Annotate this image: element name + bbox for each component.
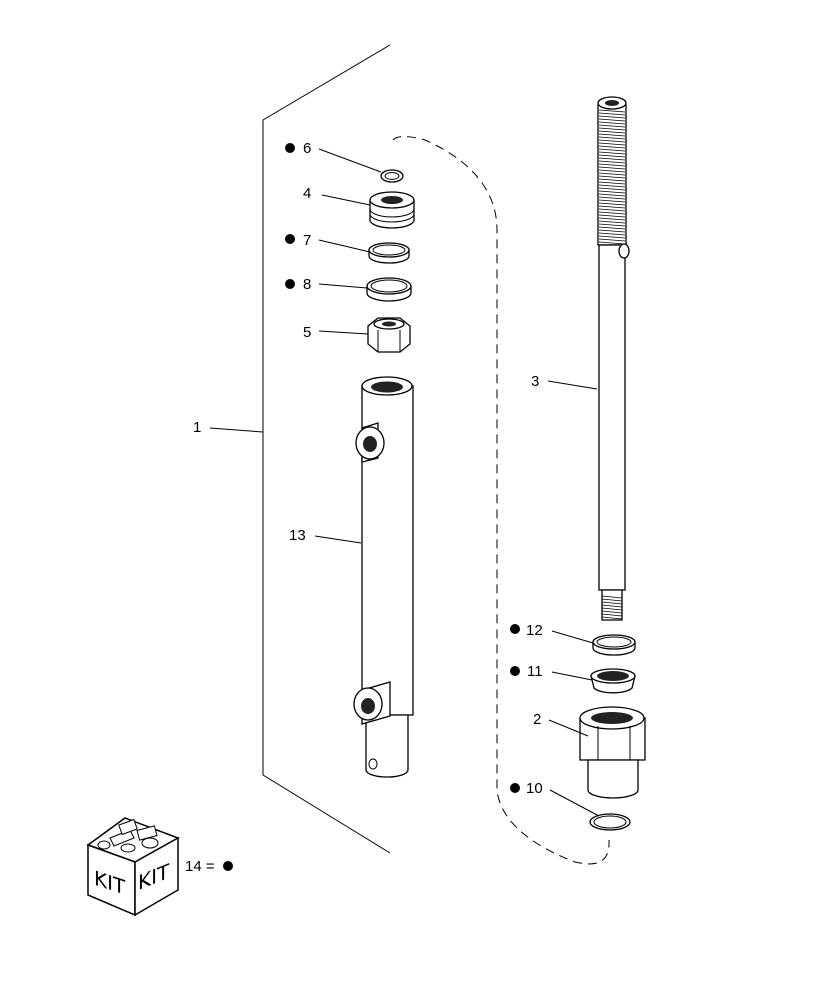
- callout-13: 13: [289, 527, 306, 544]
- part-3-piston-rod: [597, 96, 630, 621]
- rod-end-threads: [601, 595, 623, 620]
- leader-lines: [314, 148, 600, 817]
- callout-3: 3: [531, 373, 539, 390]
- callout-labels: 1 2 3 4 5 6 7 8 10 11: [193, 140, 543, 797]
- svg-text:4: 4: [303, 185, 311, 202]
- part-4-piston: [369, 191, 415, 229]
- kit-bullet-icon: [285, 279, 295, 289]
- kit-bullet-icon: [510, 783, 520, 793]
- svg-text:10: 10: [526, 780, 543, 797]
- kit-legend-label: 14 =: [185, 858, 215, 875]
- kit-bullet-icon: [510, 624, 520, 634]
- svg-text:2: 2: [533, 711, 541, 728]
- callout-11: 11: [510, 663, 543, 680]
- callout-2: 2: [533, 711, 541, 728]
- svg-text:13: 13: [289, 527, 306, 544]
- part-5-hex-nut: [367, 317, 411, 353]
- callout-8: 8: [285, 276, 311, 293]
- kit-box-icon: KIT KIT: [86, 817, 180, 917]
- svg-text:8: 8: [303, 276, 311, 293]
- kit-bullet-icon: [285, 234, 295, 244]
- kit-bullet-icon: [223, 861, 233, 871]
- kit-bullet-icon: [285, 143, 295, 153]
- callout-12: 12: [510, 622, 543, 639]
- svg-text:12: 12: [526, 622, 543, 639]
- part-7-ring: [368, 242, 410, 264]
- callout-1: 1: [193, 419, 201, 436]
- svg-text:11: 11: [527, 663, 543, 680]
- callout-10: 10: [510, 780, 543, 797]
- alignment-dashed-line: [392, 136, 610, 865]
- part-8-ring: [366, 277, 412, 302]
- callout-7: 7: [285, 232, 311, 249]
- part-6-oring: [380, 169, 404, 183]
- assembly-bracket: [209, 44, 391, 854]
- svg-text:5: 5: [303, 324, 311, 341]
- part-12-ring: [592, 634, 636, 656]
- callout-4: 4: [303, 185, 311, 202]
- part-10-oring: [589, 813, 631, 831]
- part-2-gland: [579, 706, 646, 799]
- svg-text:1: 1: [193, 419, 201, 436]
- svg-text:7: 7: [303, 232, 311, 249]
- callout-6: 6: [285, 140, 311, 157]
- callout-5: 5: [303, 324, 311, 341]
- svg-text:6: 6: [303, 140, 311, 157]
- part-13-cylinder-barrel: [353, 376, 414, 778]
- svg-text:3: 3: [531, 373, 539, 390]
- rod-threads: [598, 109, 626, 245]
- part-11-seal: [590, 668, 636, 694]
- kit-bullet-icon: [510, 666, 520, 676]
- kit-legend: KIT KIT 14 =: [86, 817, 233, 917]
